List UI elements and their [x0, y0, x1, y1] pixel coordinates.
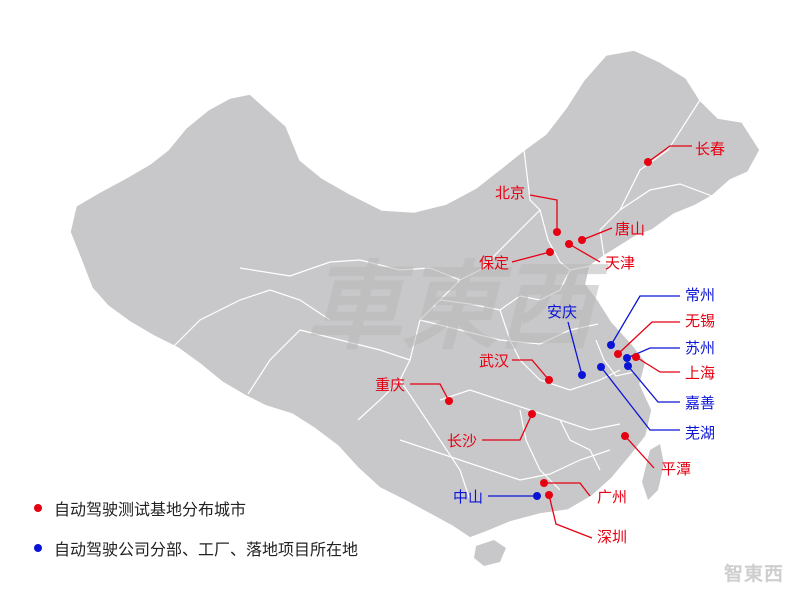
label-wuhan: 武汉: [479, 352, 509, 370]
leader-line-shanghai: [635, 356, 680, 373]
marker-baoding: [546, 248, 554, 256]
label-zhongshan: 中山: [453, 488, 483, 506]
marker-changchun: [644, 158, 652, 166]
legend-label-test-base: 自动驾驶测试基地分布城市: [54, 500, 247, 519]
legend-item-company-site: 自动驾驶公司分部、工厂、落地项目所在地: [34, 535, 358, 561]
leader-line-anqing: [567, 321, 583, 376]
leader-line-baoding: [511, 251, 551, 263]
leader-line-beijing: [529, 194, 558, 232]
leader-line-tangshan: [581, 227, 613, 241]
label-beijing: 北京: [495, 184, 525, 202]
marker-shanghai: [632, 353, 640, 361]
leader-line-tianjin: [568, 243, 601, 263]
label-changchun: 长春: [695, 140, 725, 158]
marker-tianjin: [565, 240, 573, 248]
leader-line-wuhu: [600, 366, 680, 431]
label-baoding: 保定: [479, 254, 509, 272]
label-wuhu: 芜湖: [685, 424, 715, 442]
marker-wuxi: [614, 350, 622, 358]
marker-tangshan: [578, 236, 586, 244]
label-tianjin: 天津: [605, 254, 635, 272]
label-anqing: 安庆: [547, 303, 577, 321]
marker-changsha: [528, 410, 536, 418]
legend-item-test-base: 自动驾驶测试基地分布城市: [34, 495, 246, 521]
label-shenzhen: 深圳: [597, 528, 627, 546]
leader-lines: [410, 145, 692, 539]
leader-line-chongqing: [410, 383, 450, 402]
marker-pingtan: [621, 432, 629, 440]
label-changzhou: 常州: [685, 286, 715, 304]
mainland-outline: [69, 49, 761, 539]
marker-changzhou: [607, 341, 615, 349]
marker-jiashan: [624, 362, 632, 370]
leader-line-guangzhou: [544, 482, 591, 497]
leader-line-changzhou: [610, 295, 680, 346]
city-labels: 长春北京唐山保定 天津常州安庆无锡苏州武汉上海重庆嘉善芜湖 长沙平潭中山 广州深圳: [375, 140, 725, 546]
label-chongqing: 重庆: [375, 376, 405, 394]
province-boundaries: [169, 99, 713, 501]
legend-label-company-site: 自动驾驶公司分部、工厂、落地项目所在地: [54, 540, 359, 559]
leader-line-shenzhen: [548, 494, 593, 539]
brand-watermark: 智東西: [724, 559, 784, 586]
legend-blue-dot-icon: [34, 544, 42, 552]
marker-zhongshan: [533, 492, 541, 500]
marker-guangzhou: [540, 479, 548, 487]
leader-line-changsha: [482, 413, 533, 441]
legend-red-dot-icon: [34, 504, 42, 512]
label-wuxi: 无锡: [685, 312, 715, 330]
brand-logo-text: 智東西: [723, 563, 784, 585]
marker-suzhou: [623, 354, 631, 362]
leader-line-pingtan: [624, 435, 655, 469]
hainan-island: [474, 540, 506, 566]
leader-line-changchun: [647, 145, 692, 163]
marker-wuhu: [597, 363, 605, 371]
label-tangshan: 唐山: [615, 220, 645, 238]
leader-line-jiashan: [627, 365, 680, 403]
watermark-center-text: 車東西: [306, 251, 609, 363]
city-markers: [445, 158, 652, 500]
marker-beijing: [553, 228, 561, 236]
leader-line-wuhan: [512, 359, 550, 381]
label-suzhou: 苏州: [685, 339, 715, 357]
label-changsha: 长沙: [447, 432, 477, 450]
china-map: [69, 49, 761, 566]
marker-shenzhen: [545, 491, 553, 499]
label-pingtan: 平潭: [661, 460, 691, 478]
label-jiashan: 嘉善: [685, 394, 715, 412]
marker-chongqing: [445, 397, 453, 405]
label-guangzhou: 广州: [597, 488, 627, 506]
leader-line-wuxi: [617, 321, 680, 355]
marker-wuhan: [545, 376, 553, 384]
label-shanghai: 上海: [685, 364, 715, 382]
marker-anqing: [578, 371, 586, 379]
taiwan-island: [642, 444, 664, 500]
